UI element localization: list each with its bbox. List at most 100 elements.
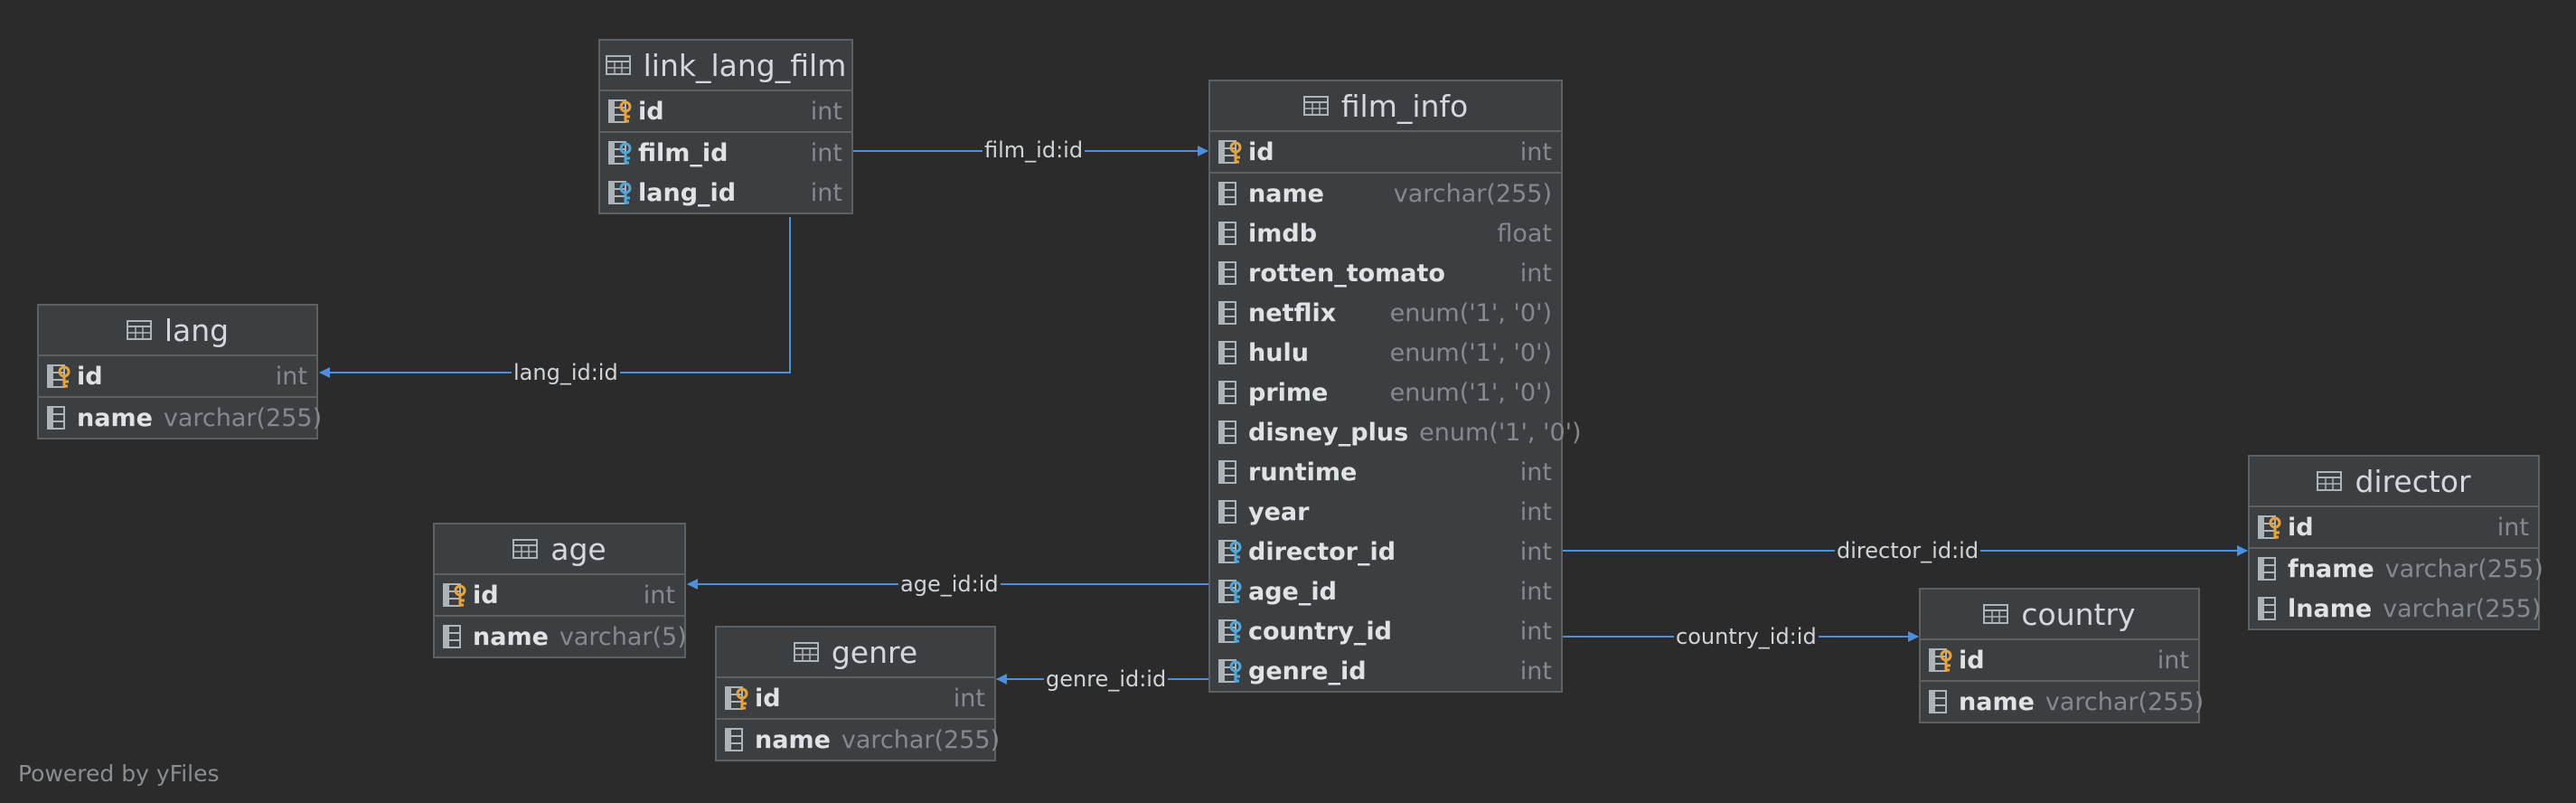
column-name: film_id	[638, 138, 729, 167]
edge-label-genre-id: genre_id:id	[1044, 666, 1169, 692]
table-icon	[793, 642, 819, 662]
column-row[interactable]: country_id int	[1210, 611, 1561, 651]
table-header[interactable]: age	[435, 524, 684, 575]
edge-label-country-id: country_id:id	[1674, 624, 1819, 649]
column-name: id	[473, 581, 499, 609]
column-name: name	[755, 725, 831, 754]
column-type: int	[2157, 646, 2189, 675]
column-name: fname	[2288, 554, 2374, 583]
edge-lang-id[interactable]	[319, 217, 791, 378]
primary-key-icon	[725, 686, 748, 710]
foreign-key-icon	[1218, 659, 1242, 683]
table-header[interactable]: lang	[39, 306, 316, 356]
column-type: int	[1519, 617, 1552, 646]
column-icon	[1218, 500, 1236, 524]
foreign-key-icon	[608, 141, 632, 165]
column-type: int	[1519, 497, 1552, 526]
table-header[interactable]: link_lang_film	[600, 41, 851, 91]
primary-key-row[interactable]: id int	[600, 91, 851, 133]
table-header[interactable]: genre	[717, 628, 994, 678]
column-row[interactable]: year int	[1210, 492, 1561, 532]
column-name: lang_id	[638, 178, 737, 207]
table-header[interactable]: director	[2250, 457, 2538, 507]
table-icon	[1983, 604, 2009, 624]
column-name: year	[1248, 497, 1310, 526]
column-name: id	[1959, 646, 1985, 675]
column-row[interactable]: lang_id int	[600, 173, 851, 213]
column-row[interactable]: imdb float	[1210, 213, 1561, 253]
table-header[interactable]: film_info	[1210, 81, 1561, 132]
column-icon	[1218, 460, 1236, 484]
column-type: int	[275, 362, 307, 391]
column-name: imdb	[1248, 219, 1318, 248]
column-name: director_id	[1248, 537, 1396, 566]
column-type: int	[2496, 513, 2529, 542]
column-icon	[2258, 557, 2276, 581]
column-row[interactable]: name varchar(255)	[39, 398, 322, 438]
column-type: enum('1', '0')	[1389, 338, 1552, 367]
column-row[interactable]: hulu enum('1', '0')	[1210, 333, 1561, 373]
column-type: float	[1497, 219, 1552, 248]
primary-key-row[interactable]: id int	[1921, 640, 2198, 682]
column-name: name	[77, 403, 153, 432]
table-title: country	[2021, 596, 2136, 632]
table-icon	[1302, 96, 1329, 116]
column-icon	[1218, 381, 1236, 404]
table-title: genre	[831, 634, 918, 670]
column-type: int	[953, 684, 985, 713]
column-icon	[1218, 420, 1236, 444]
column-name: country_id	[1248, 617, 1392, 646]
powered-by-footer: Powered by yFiles	[18, 760, 220, 787]
table-header[interactable]: country	[1921, 590, 2198, 640]
table-icon	[126, 320, 152, 340]
column-type: enum('1', '0')	[1389, 298, 1552, 327]
column-name: disney_plus	[1248, 418, 1409, 447]
column-name: id	[638, 97, 664, 126]
column-type: int	[810, 97, 842, 126]
column-icon	[1218, 301, 1236, 325]
column-name: name	[1959, 687, 2035, 716]
table-icon	[512, 539, 539, 559]
column-name: hulu	[1248, 338, 1309, 367]
foreign-key-icon	[1218, 619, 1242, 643]
foreign-key-icon	[1218, 540, 1242, 563]
column-icon	[1218, 222, 1236, 245]
column-type: int	[810, 178, 842, 207]
column-type: varchar(255)	[163, 403, 323, 432]
edge-label-age-id: age_id:id	[898, 572, 1001, 597]
edge-label-lang-id: lang_id:id	[512, 360, 620, 385]
primary-key-icon	[608, 99, 632, 123]
column-type: enum('1', '0')	[1389, 378, 1552, 407]
table-icon	[2317, 471, 2343, 491]
column-name: name	[473, 622, 549, 651]
edge-label-film-id: film_id:id	[982, 137, 1086, 163]
table-icon	[605, 55, 631, 75]
